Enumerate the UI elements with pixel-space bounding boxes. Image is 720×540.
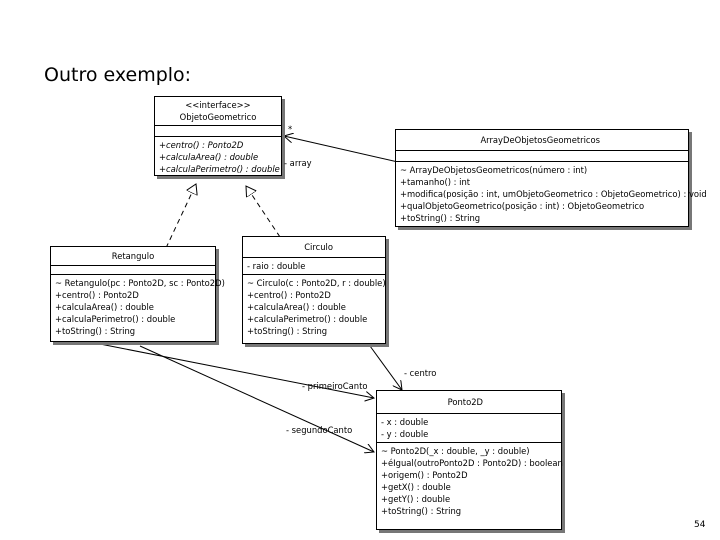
class-retangulo-methods: ~ Retangulo(pc : Ponto2D, sc : Ponto2D) …: [51, 275, 225, 339]
attribute-row: - y : double: [381, 429, 429, 439]
method-row: +calculaArea() : double: [55, 302, 154, 312]
method-row: +toString() : String: [247, 326, 328, 336]
class-retangulo: Retangulo ~ Retangulo(pc : Ponto2D, sc :…: [50, 246, 225, 342]
role-label-primeiro-canto: - primeiroCanto: [302, 381, 368, 391]
assoc-primeiro-line: [99, 343, 374, 398]
class-array-objetos: ArrayDeObjetosGeometricos ~ ArrayDeObjet…: [395, 129, 707, 227]
class-name: ArrayDeObjetosGeometricos: [480, 135, 600, 145]
realization-circulo-line: [246, 186, 281, 238]
class-ponto2d-header: Ponto2D: [377, 391, 561, 414]
assoc-segundo-line: [139, 345, 374, 452]
class-ponto2d: Ponto2D - x : double - y : double ~ Pont…: [376, 390, 563, 530]
class-stereotype: <<interface>>: [185, 100, 251, 110]
class-name: Retangulo: [111, 251, 155, 261]
role-label-centro: - centro: [404, 368, 437, 378]
method-row: +calculaPerimetro() : double: [159, 164, 280, 174]
class-retangulo-header: Retangulo: [51, 247, 215, 266]
attribute-row: - x : double: [381, 417, 429, 427]
method-row: +centro() : Ponto2D: [247, 290, 331, 300]
method-row: +getY() : double: [381, 494, 451, 504]
class-circulo: Circulo - raio : double ~ Circulo(c : Po…: [242, 236, 386, 344]
class-name: ObjetoGeometrico: [179, 112, 257, 122]
method-row: +qualObjetoGeometrico(posição : int) : O…: [400, 201, 645, 211]
class-array-objetos-header: ArrayDeObjetosGeometricos: [396, 130, 688, 151]
class-ponto2d-methods: ~ Ponto2D(_x : double, _y : double) +éIg…: [377, 443, 563, 519]
method-row: +centro() : Ponto2D: [159, 140, 244, 150]
class-objeto-geometrico-attrs: [155, 126, 281, 137]
method-row: +tamanho() : int: [400, 177, 471, 187]
class-array-objetos-attrs: [396, 151, 688, 162]
class-circulo-attrs: - raio : double: [243, 258, 385, 275]
assoc-centro-line: [369, 345, 402, 390]
class-retangulo-attrs: [51, 266, 215, 275]
method-row: +éIgual(outroPonto2D : Ponto2D) : boolea…: [381, 458, 563, 468]
class-circulo-header: Circulo: [243, 237, 385, 258]
method-row: +toString() : String: [55, 326, 136, 336]
method-row: +calculaArea() : double: [159, 152, 259, 162]
class-objeto-geometrico-header: <<interface>> ObjetoGeometrico: [155, 97, 281, 126]
method-row: +calculaPerimetro() : double: [55, 314, 176, 324]
class-name: Circulo: [304, 242, 333, 252]
attribute-row: - raio : double: [247, 261, 306, 271]
assoc-array-line: [284, 136, 399, 163]
method-row: +getX() : double: [381, 482, 451, 492]
class-ponto2d-attrs: - x : double - y : double: [377, 414, 561, 443]
class-circulo-methods: ~ Circulo(c : Ponto2D, r : double) +cent…: [243, 275, 386, 339]
class-name: Ponto2D: [447, 397, 483, 407]
method-row: +calculaArea() : double: [247, 302, 346, 312]
class-objeto-geometrico-methods: +centro() : Ponto2D +calculaArea() : dou…: [155, 137, 281, 177]
method-row: +modifica(posição : int, umObjetoGeometr…: [400, 189, 707, 199]
method-row: ~ Retangulo(pc : Ponto2D, sc : Ponto2D): [55, 278, 225, 288]
multiplicity-label: *: [288, 124, 293, 134]
realization-retangulo-line: [165, 184, 196, 249]
method-row: ~ Ponto2D(_x : double, _y : double): [381, 446, 530, 456]
class-array-objetos-methods: ~ ArrayDeObjetosGeometricos(número : int…: [396, 162, 707, 226]
class-objeto-geometrico: <<interface>> ObjetoGeometrico +centro()…: [154, 96, 282, 176]
method-row: +origem() : Ponto2D: [381, 470, 468, 480]
method-row: +calculaPerimetro() : double: [247, 314, 368, 324]
page-number: 54: [694, 520, 706, 530]
method-row: +centro() : Ponto2D: [55, 290, 139, 300]
method-row: +toString() : String: [400, 213, 481, 223]
method-row: +toString() : String: [381, 506, 462, 516]
role-label-segundo-canto: - segundoCanto: [286, 425, 353, 435]
method-row: ~ ArrayDeObjetosGeometricos(número : int…: [400, 165, 588, 175]
method-row: ~ Circulo(c : Ponto2D, r : double): [247, 278, 386, 288]
slide-title: Outro exemplo:: [44, 64, 192, 86]
role-label-array: - array: [284, 158, 312, 168]
